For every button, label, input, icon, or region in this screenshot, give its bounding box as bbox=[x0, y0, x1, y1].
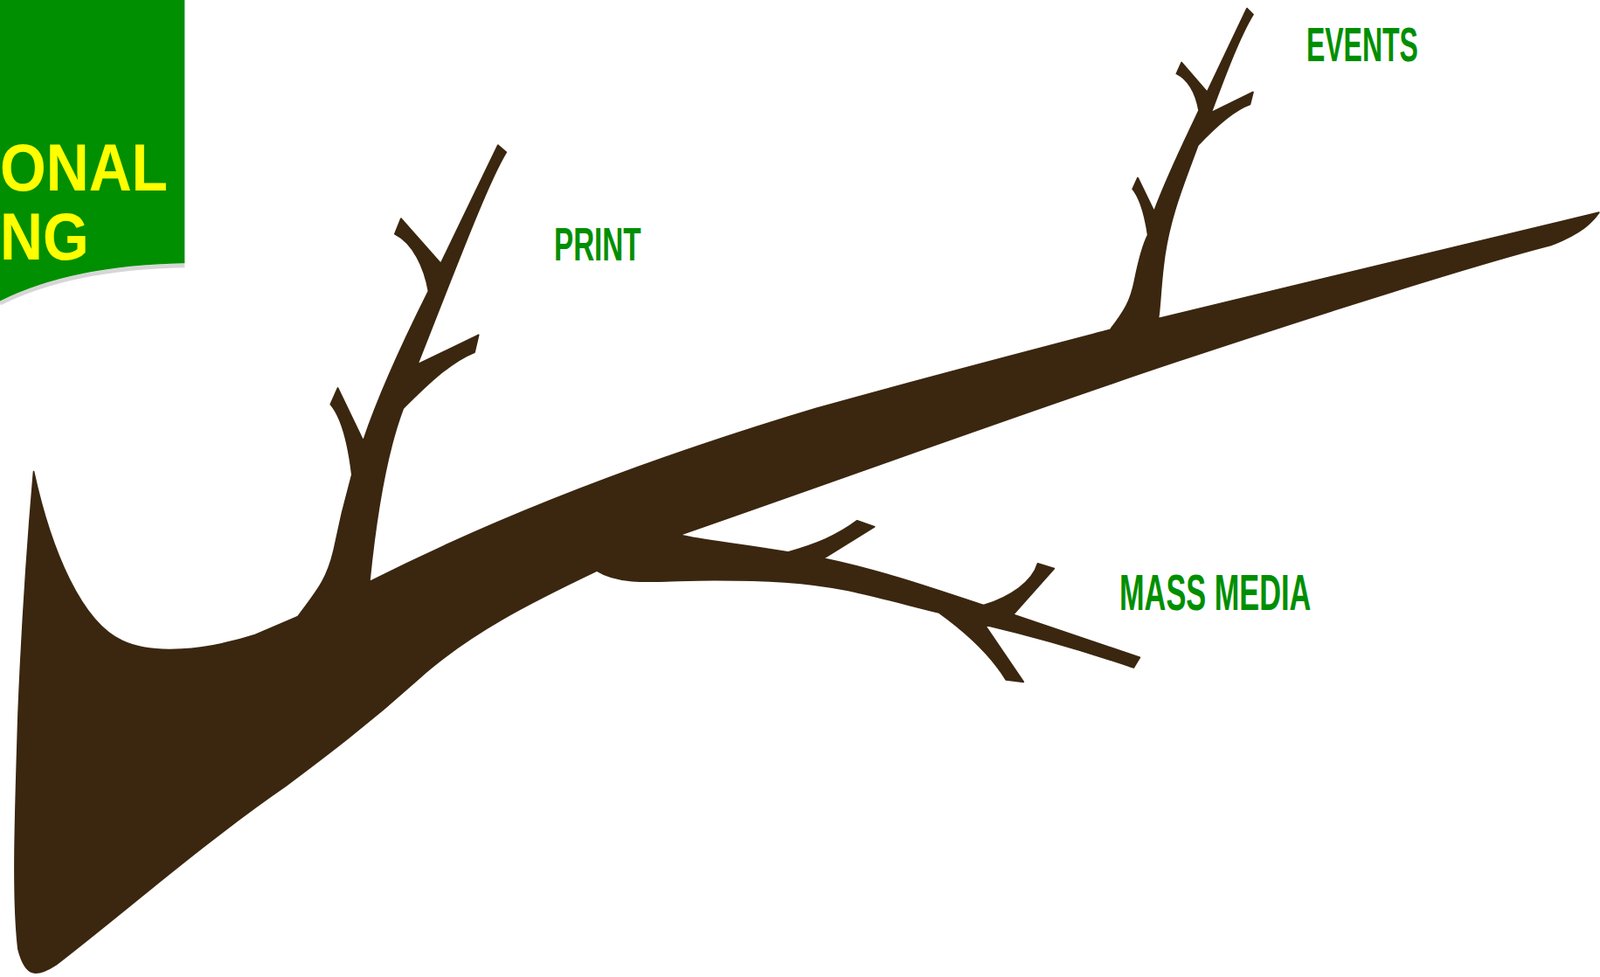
branch-label: MASS MEDIA bbox=[1119, 567, 1311, 618]
branch-label: PRINT bbox=[554, 221, 642, 269]
branch-label: EVENTS bbox=[1306, 20, 1419, 70]
tree-branch bbox=[14, 8, 1600, 974]
banner-fill bbox=[0, 0, 185, 301]
title-banner: ONAL NG bbox=[0, 0, 185, 264]
banner-title: ONAL NG bbox=[0, 133, 185, 273]
